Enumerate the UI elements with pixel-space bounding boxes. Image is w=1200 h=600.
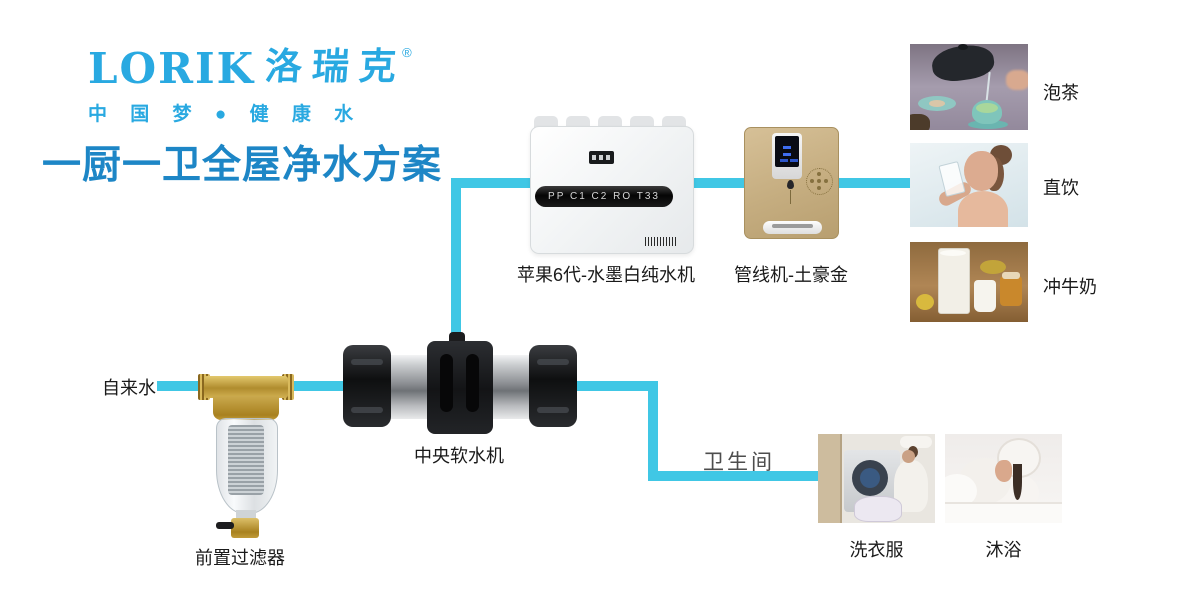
pipeline-machine-device [744, 127, 839, 239]
towels [900, 436, 932, 448]
purifier-body: PP C1 C2 RO T33 [530, 126, 694, 254]
honey-jar [1000, 272, 1022, 306]
softener-center-bracket [427, 341, 493, 434]
wood-prop [910, 114, 930, 130]
milk-glass [938, 248, 970, 314]
purifier-device: PP C1 C2 RO T33 [530, 116, 694, 254]
tea-cup [972, 100, 1002, 124]
milk-label: 冲牛奶 [1043, 277, 1097, 297]
brand-logo-latin: LORIK [88, 44, 256, 93]
purifier-top-cap [598, 116, 622, 128]
purifier-barcode [645, 237, 678, 246]
tea-label: 泡茶 [1043, 83, 1079, 103]
tea-saucer [968, 120, 1008, 129]
prefilter-head-collar [213, 396, 279, 420]
fruit [980, 260, 1006, 274]
pipeline-drip-tray [763, 221, 822, 234]
clothes [860, 468, 880, 488]
prefilter-drain-valve [231, 518, 259, 538]
hand [1006, 70, 1028, 90]
bath-label: 沐浴 [985, 540, 1022, 560]
registered-trademark-icon: ® [402, 45, 412, 60]
purifier-top-cap [566, 116, 590, 128]
purifier-label: 苹果6代-水墨白纯水机 [516, 265, 695, 285]
hair [1013, 464, 1022, 500]
bathtub-edge [945, 502, 1062, 523]
milk-photo [910, 242, 1028, 322]
pipeline-drop-line [790, 190, 791, 204]
purifier-top-cap [662, 116, 686, 128]
woman-face [902, 450, 915, 463]
pipeline-display-screen [775, 136, 799, 167]
prefilter-neck [236, 510, 256, 520]
woman-face [995, 460, 1012, 482]
laundry-label: 洗衣服 [849, 540, 904, 560]
laundry-photo [818, 434, 935, 523]
fruit [916, 294, 934, 310]
pipeline-round-emblem [806, 168, 833, 195]
bathroom-label: 卫生间 [703, 451, 775, 474]
brand-tagline: 中 国 梦 ● 健 康 水 [88, 104, 363, 125]
prefilter-brass-head [204, 376, 288, 398]
water-drop-icon [787, 180, 794, 189]
softener-left-cap [343, 345, 391, 427]
purifier-top-cap [630, 116, 654, 128]
cabinet [818, 434, 842, 523]
laundry-basket [854, 496, 902, 522]
page-title: 一厨一卫全屋净水方案 [42, 144, 443, 187]
prefilter-clear-bowl [216, 418, 278, 514]
prefilter-label: 前置过滤器 [195, 548, 285, 568]
brand-block: LORIK 洛瑞克 ® 中 国 梦 ● 健 康 水 [88, 44, 412, 126]
milk-jug [974, 280, 996, 312]
prefilter-mesh-cartridge [228, 425, 264, 495]
woman-face [964, 151, 998, 191]
tea-photo [910, 44, 1028, 130]
purifier-filter-stage-band: PP C1 C2 RO T33 [535, 186, 673, 207]
pipe-vertical-riser [451, 178, 461, 391]
softener-bracket-slot [440, 354, 453, 412]
prefilter-device [198, 368, 294, 538]
softener-label: 中央软水机 [414, 446, 504, 466]
softener-right-cap [529, 345, 577, 427]
tea-coaster [918, 96, 956, 111]
drink-label: 直饮 [1043, 178, 1079, 198]
purifier-top-cap [534, 116, 558, 128]
tap-water-label: 自来水 [102, 378, 156, 398]
brand-logo-chinese: 洛瑞克 [263, 46, 408, 87]
prefilter-valve-handle [216, 522, 234, 529]
pipeline-display-digits [783, 146, 791, 149]
teapot-lid-knob [958, 44, 968, 50]
pipeline-display-frame [772, 133, 802, 179]
woman-shoulder [958, 191, 1008, 227]
drinking-photo [910, 143, 1028, 227]
pipeline-machine-label: 管线机-土豪金 [734, 265, 848, 285]
purifier-display [589, 151, 614, 164]
softener-device [343, 332, 577, 434]
pipe-down-segment [648, 381, 658, 481]
softener-bracket-slot [466, 354, 479, 412]
bath-photo [945, 434, 1062, 523]
pipe-bathroom-horizontal [648, 471, 820, 481]
teapot [929, 44, 997, 85]
